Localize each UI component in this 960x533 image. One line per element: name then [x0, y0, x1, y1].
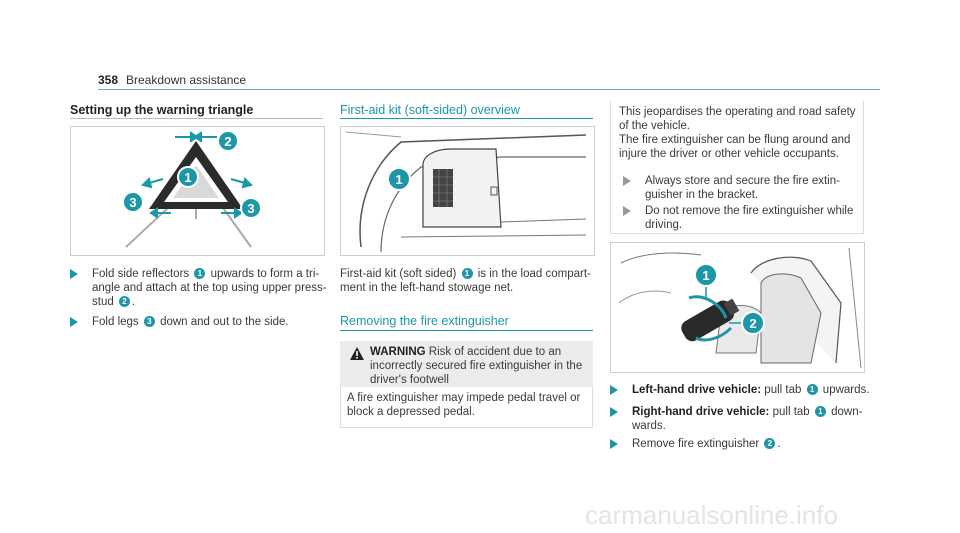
header-rule [98, 89, 880, 90]
bullet-do-not-remove: Do not remove the fire extinguisher whil… [623, 204, 859, 232]
callout-ref: 1 [814, 406, 826, 417]
warning-note: A fire extinguisher may impede pedal tra… [340, 387, 593, 428]
warning-consequence: This jeopardises the operating and road … [619, 106, 856, 160]
svg-text:2: 2 [749, 316, 756, 331]
warning-continued-box: This jeopardises the operating and road … [610, 101, 864, 234]
step-text: Fold side reflectors 1 upwards to form a… [92, 268, 327, 308]
callout-2: 2 [217, 130, 239, 152]
bullet-text: Do not remove the fire extinguisher whil… [645, 205, 854, 231]
step-fold-legs: Fold legs 3 down and out to the side. [70, 315, 330, 329]
step-right-hand-drive: Right-hand drive vehicle: pull tab 1 dow… [610, 405, 870, 433]
load-compartment-illustration: 1 [345, 131, 587, 253]
warning-text: WARNING Risk of accident due to an incor… [370, 346, 583, 386]
page-header-title: Breakdown assistance [126, 73, 247, 87]
section-title-first-aid: First-aid kit (soft-sided) overview [340, 103, 520, 117]
svg-text:3: 3 [247, 201, 254, 216]
callout-ref: 2 [118, 296, 130, 307]
callout-1: 1 [387, 167, 411, 191]
first-aid-figure: 1 [340, 126, 595, 256]
footwell-illustration: 1 2 [618, 247, 862, 369]
bullet-text: Always store and secure the fire extin-g… [645, 175, 840, 201]
step-remove-extinguisher: Remove fire extinguisher 2. [610, 437, 870, 451]
section-title-fire-extinguisher: Removing the fire extinguisher [340, 314, 509, 328]
step-text: Right-hand drive vehicle: pull tab 1 dow… [632, 406, 863, 432]
first-aid-description: First-aid kit (soft sided) 1 is in the l… [340, 268, 591, 294]
step-arrow-icon [70, 317, 78, 327]
step-left-hand-drive: Left-hand drive vehicle: pull tab 1 upwa… [610, 383, 870, 397]
watermark: carmanualsonline.info [585, 500, 838, 530]
svg-text:2: 2 [224, 134, 231, 149]
callout-3-left: 3 [122, 191, 144, 213]
callout-ref: 1 [461, 268, 473, 279]
page-number: 358 [98, 73, 119, 87]
step-text: Remove fire extinguisher 2. [632, 438, 781, 450]
warning-icon [350, 347, 364, 360]
step-text: Left-hand drive vehicle: pull tab 1 upwa… [632, 384, 870, 396]
svg-text:1: 1 [184, 170, 191, 185]
bullet-store-extinguisher: Always store and secure the fire extin-g… [623, 174, 859, 202]
svg-text:1: 1 [702, 268, 709, 283]
fire-extinguisher-figure: 1 2 [610, 242, 865, 373]
step-text: Fold legs 3 down and out to the side. [92, 316, 289, 328]
warning-box: WARNING Risk of accident due to an incor… [340, 341, 593, 387]
bullet-arrow-icon [623, 176, 631, 186]
warning-triangle-illustration: 1 2 3 3 [122, 130, 262, 248]
svg-text:3: 3 [129, 195, 136, 210]
callout-ref: 3 [143, 316, 155, 327]
step-arrow-icon [610, 385, 618, 395]
callout-2: 2 [741, 311, 765, 335]
step-arrow-icon [70, 269, 78, 279]
section-rule [340, 118, 593, 119]
section-rule [70, 118, 323, 119]
section-title-warning-triangle: Setting up the warning triangle [70, 103, 254, 117]
step-fold-reflectors: Fold side reflectors 1 upwards to form a… [70, 267, 330, 309]
callout-3-right: 3 [240, 197, 262, 219]
callout-1: 1 [694, 263, 718, 287]
callout-1: 1 [177, 166, 199, 188]
callout-ref: 1 [194, 268, 206, 279]
section-rule [340, 330, 593, 331]
callout-ref: 1 [806, 384, 818, 395]
step-arrow-icon [610, 407, 618, 417]
bullet-arrow-icon [623, 206, 631, 216]
callout-ref: 2 [764, 438, 776, 449]
warning-triangle-figure: 1 2 3 3 [70, 126, 325, 256]
svg-text:1: 1 [395, 172, 402, 187]
step-arrow-icon [610, 439, 618, 449]
